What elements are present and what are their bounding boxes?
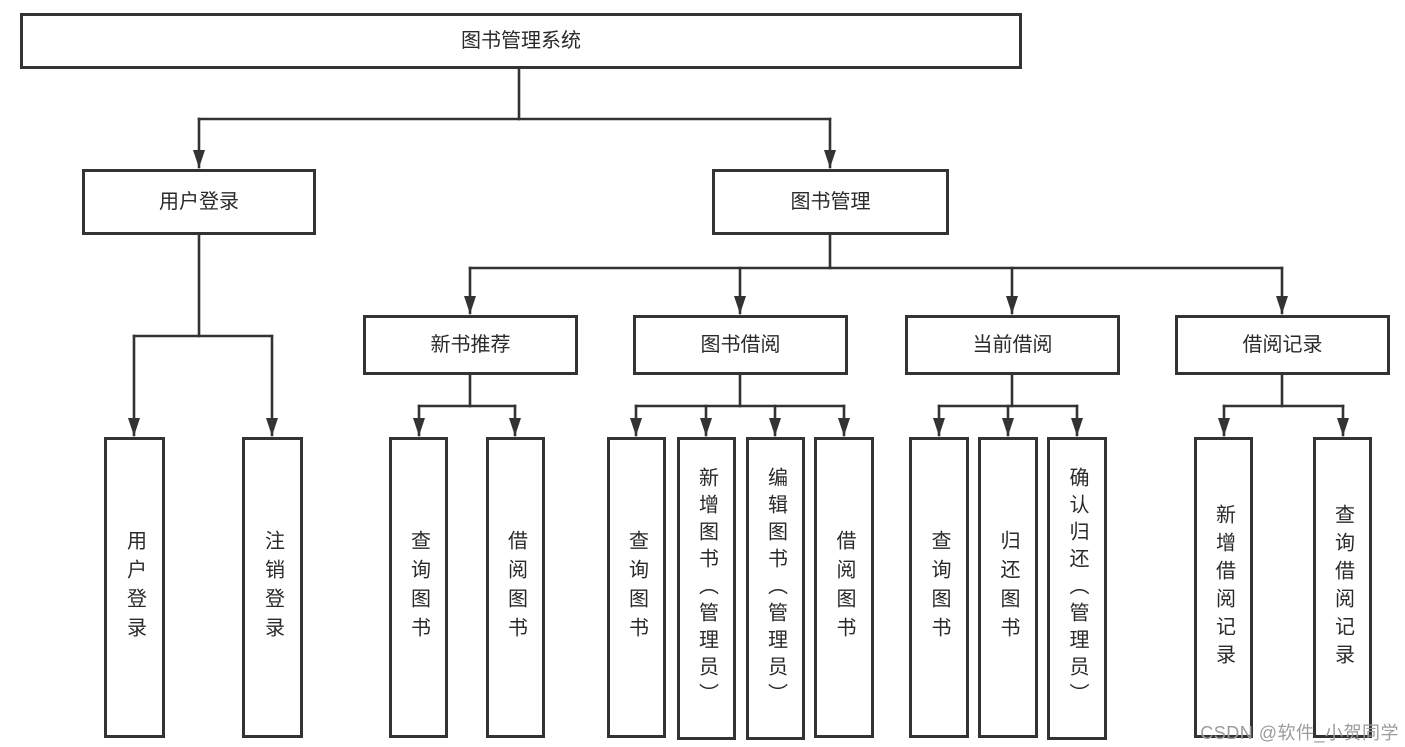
leaf-add-borrow-record: 新增借阅记录 [1194, 437, 1253, 738]
node-borrowing-records: 借阅记录 [1175, 315, 1390, 375]
leaf-edit-books-admin: 编辑图书（管理员） [746, 437, 805, 740]
leaf-confirm-return-admin: 确认归还（管理员） [1047, 437, 1107, 740]
leaf-query-borrow-record: 查询借阅记录 [1313, 437, 1372, 738]
node-label: 查询图书 [625, 529, 648, 646]
node-label: 确认归还（管理员） [1066, 467, 1088, 710]
node-label: 归还图书 [997, 529, 1019, 646]
node-book-management: 图书管理 [712, 169, 949, 235]
node-label: 用户登录 [159, 191, 239, 213]
node-label: 图书管理 [790, 191, 871, 213]
node-label: 图书借阅 [700, 334, 781, 356]
node-label: 注销登录 [261, 529, 284, 646]
node-label: 查询图书 [928, 529, 950, 646]
leaf-add-books-admin: 新增图书（管理员） [677, 437, 736, 740]
node-label: 借阅图书 [504, 529, 527, 646]
leaf-borrow-books-recommend: 借阅图书 [486, 437, 545, 738]
node-label: 当前借阅 [972, 334, 1053, 356]
leaf-query-books-recommend: 查询图书 [389, 437, 448, 738]
node-user-login: 用户登录 [82, 169, 316, 235]
node-current-borrowing: 当前借阅 [905, 315, 1120, 375]
leaf-borrow-books: 借阅图书 [814, 437, 874, 738]
leaf-user-login: 用户登录 [104, 437, 165, 738]
watermark: CSDN @软件_小贺同学 [1200, 723, 1399, 743]
node-label: 借阅图书 [833, 529, 855, 646]
node-label: 用户登录 [123, 529, 146, 646]
leaf-return-books: 归还图书 [978, 437, 1038, 738]
node-label: 查询图书 [407, 529, 430, 646]
node-book-borrowing: 图书借阅 [633, 315, 848, 375]
node-label: 图书管理系统 [461, 30, 581, 52]
node-library-management-system: 图书管理系统 [20, 13, 1022, 69]
leaf-query-books-current: 查询图书 [909, 437, 969, 738]
node-label: 查询借阅记录 [1331, 503, 1354, 672]
leaf-query-books-borrowing: 查询图书 [607, 437, 666, 738]
node-label: 借阅记录 [1242, 334, 1323, 356]
node-label: 新增图书（管理员） [695, 467, 718, 710]
node-label: 编辑图书（管理员） [764, 467, 787, 710]
node-label: 新书推荐 [430, 334, 511, 356]
node-label: 新增借阅记录 [1212, 503, 1235, 672]
node-new-book-recommendation: 新书推荐 [363, 315, 578, 375]
leaf-logout-login: 注销登录 [242, 437, 303, 738]
